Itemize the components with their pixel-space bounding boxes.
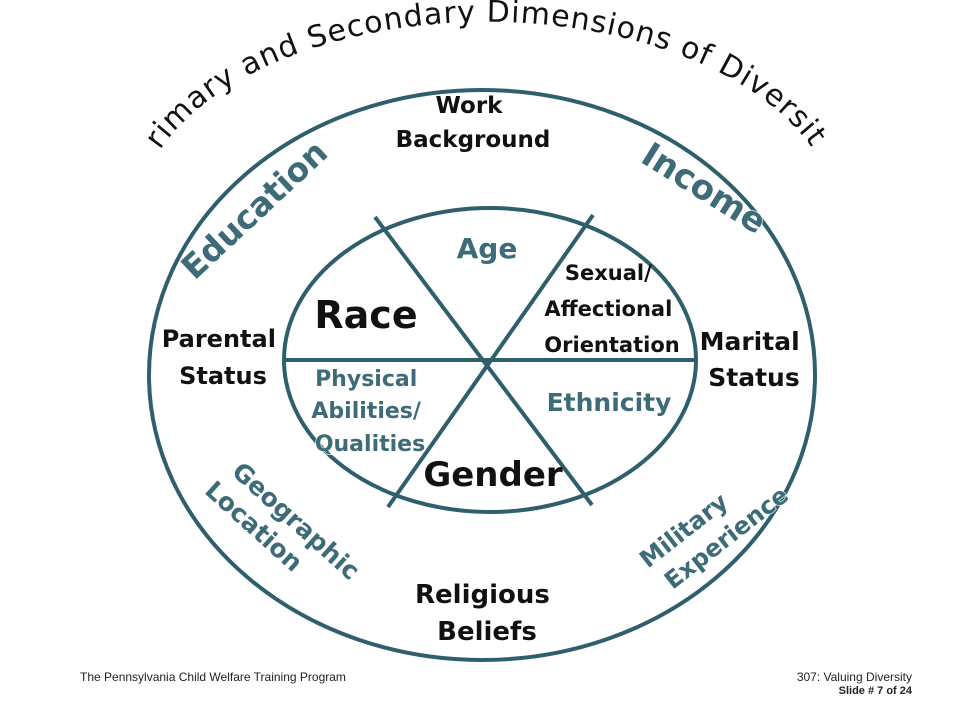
inner-circle xyxy=(282,206,698,514)
label-physical-abilities-line3: Qualities xyxy=(315,432,425,457)
label-age-line1: Age xyxy=(457,232,518,265)
label-sexual-orientation-line3: Orientation xyxy=(544,333,679,357)
label-marital-status-line2: Status xyxy=(708,363,799,392)
footer-course-title: 307: Valuing Diversity xyxy=(796,670,912,684)
label-ethnicity: Ethnicity xyxy=(547,388,672,417)
label-religious-beliefs-line2: Beliefs xyxy=(437,617,537,647)
label-physical-abilities-line2: Abilities/ xyxy=(311,399,421,424)
label-education-line1: Education xyxy=(173,132,335,287)
label-ethnicity-line1: Ethnicity xyxy=(547,388,672,417)
label-parental-status-line1: Parental xyxy=(162,325,276,353)
label-work-background: Work Background xyxy=(396,93,551,153)
label-parental-status: Parental Status xyxy=(162,325,285,390)
label-physical-abilities-line1: Physical xyxy=(315,367,417,392)
label-parental-status-line2: Status xyxy=(179,362,267,390)
label-marital-status: Marital Status xyxy=(700,327,809,392)
label-religious-beliefs: Religious Beliefs xyxy=(415,580,559,647)
label-sexual-orientation-line1: Sexual/ xyxy=(565,261,652,285)
footer-program: The Pennsylvania Child Welfare Training … xyxy=(80,670,346,684)
label-gender-line1: Gender xyxy=(423,455,563,495)
label-age: Age xyxy=(457,232,518,265)
label-religious-beliefs-line1: Religious xyxy=(415,580,550,610)
label-work-background-line1: Work xyxy=(435,93,503,119)
label-education: Education xyxy=(173,132,335,287)
footer-course: 307: Valuing Diversity Slide # 7 of 24 xyxy=(797,670,912,697)
label-marital-status-line1: Marital xyxy=(700,327,800,356)
label-race: Race xyxy=(314,293,417,337)
label-sexual-orientation-line2: Affectional xyxy=(544,297,672,321)
label-sexual-orientation: Sexual/ Affectional Orientation xyxy=(544,261,679,357)
outer-ring xyxy=(147,88,817,662)
label-income-line1: Income xyxy=(634,135,773,243)
label-work-background-line2: Background xyxy=(396,127,551,153)
label-geographic-location: Geographic Location xyxy=(200,451,372,615)
label-gender: Gender xyxy=(423,455,563,495)
slide-number: Slide # 7 of 24 xyxy=(838,685,912,697)
label-physical-abilities: Physical Abilities/ Qualities xyxy=(311,367,428,457)
label-income: Income xyxy=(634,135,773,243)
divider-diagonal-b xyxy=(386,213,595,509)
label-race-line1: Race xyxy=(314,293,417,337)
divider-diagonal-a xyxy=(373,215,594,507)
